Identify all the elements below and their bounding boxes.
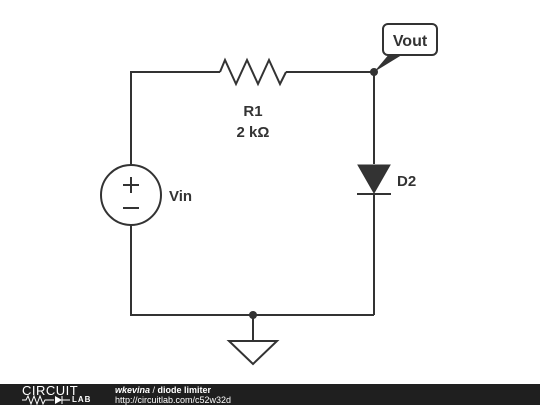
logo-text-circuit: CIRCUIT <box>22 383 79 398</box>
resistor-name-label: R1 <box>243 103 262 120</box>
circuitlab-logo[interactable]: CIRCUIT LAB <box>22 384 97 405</box>
source-circle <box>100 164 162 226</box>
junction-dot-ground <box>249 311 257 319</box>
flag-label: Vout <box>393 33 428 50</box>
flag-pointer <box>374 53 405 72</box>
circuit-meta: wkevina / diode limiter http://circuitla… <box>115 385 231 405</box>
ground-symbol[interactable] <box>226 340 280 366</box>
wire-bottom <box>130 225 374 316</box>
meta-separator: / <box>150 385 158 395</box>
wire-top-left <box>130 71 220 165</box>
resistor-r1[interactable]: R1 2 kΩ <box>219 57 287 141</box>
footer-bar: CIRCUIT LAB wkevina / diode limiter http… <box>0 384 540 405</box>
logo-resistor-icon <box>22 395 70 405</box>
vout-flag[interactable]: Vout <box>374 23 438 72</box>
logo-text-lab: LAB <box>72 395 92 404</box>
source-name-label: Vin <box>169 188 192 205</box>
circuit-title: diode limiter <box>157 385 212 395</box>
voltage-source-vin[interactable]: Vin <box>100 164 192 226</box>
diode-d2[interactable]: D2 <box>357 164 416 195</box>
author-name[interactable]: wkevina <box>115 385 151 395</box>
circuit-url[interactable]: http://circuitlab.com/c52w32d <box>115 395 232 405</box>
resistor-zigzag <box>219 57 287 87</box>
resistor-value-label: 2 kΩ <box>237 124 270 141</box>
wires <box>130 71 375 341</box>
circuit-schematic: R1 2 kΩ Vin D2 Vout <box>100 23 438 366</box>
diode-name-label: D2 <box>397 173 416 190</box>
diode-triangle <box>357 164 391 195</box>
flag-box <box>382 23 438 56</box>
